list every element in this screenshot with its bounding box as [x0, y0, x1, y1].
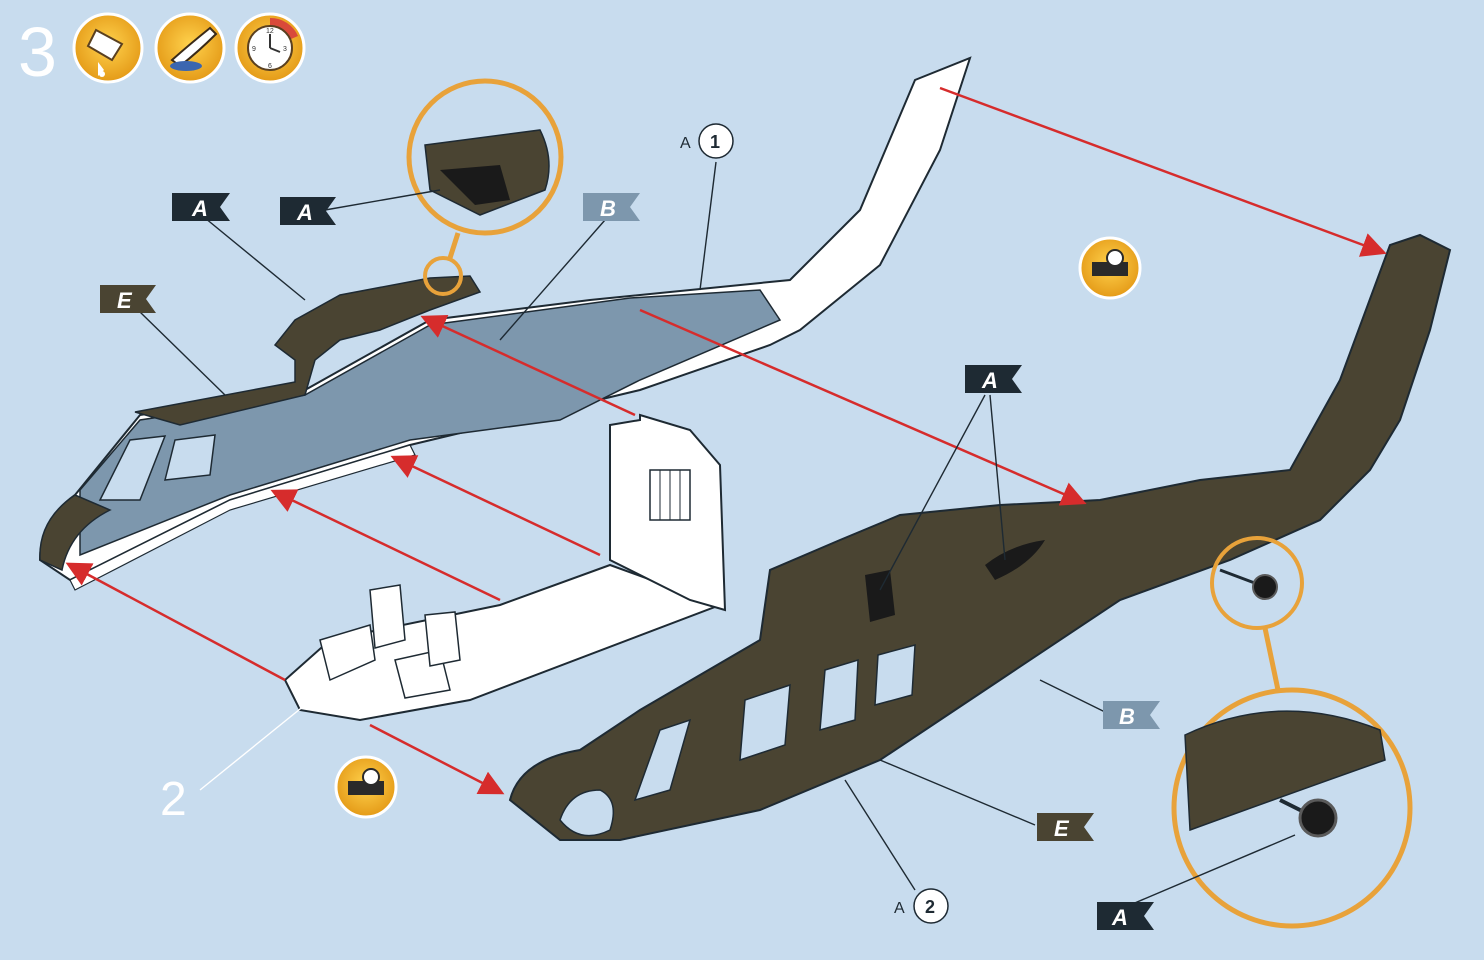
fuselage-assembled: [508, 233, 1452, 841]
flag-right-b: B: [1103, 701, 1160, 729]
flag-right-e: E: [1037, 813, 1094, 841]
flag-top-a2: A: [280, 197, 336, 225]
svg-text:A: A: [191, 196, 208, 221]
svg-text:B: B: [600, 196, 616, 221]
svg-text:3: 3: [283, 46, 287, 53]
tape-icon: [1078, 236, 1142, 300]
svg-text:2: 2: [925, 897, 935, 917]
assembly-arrows: [65, 86, 1387, 795]
flag-top-b: B: [583, 193, 640, 221]
svg-text:B: B: [1119, 704, 1135, 729]
tape-icon-lower: [334, 755, 398, 819]
svg-text:A: A: [981, 368, 998, 393]
flag-right-a: A: [965, 365, 1022, 393]
svg-text:6: 6: [268, 63, 272, 70]
drying-time-clock-icon: 12 3 6 9: [234, 12, 306, 84]
part-label-a2: A 2: [894, 888, 949, 924]
svg-text:E: E: [117, 288, 133, 313]
cabin-floor-part-2: [283, 413, 727, 722]
svg-text:9: 9: [252, 46, 256, 53]
part-label-a1: A 1: [680, 123, 734, 159]
svg-text:E: E: [1054, 816, 1070, 841]
callout-top-detail: [406, 78, 564, 296]
svg-text:A: A: [680, 135, 691, 152]
paint-brush-icon: [154, 12, 226, 84]
flag-top-a1: A: [172, 193, 230, 221]
glue-icon: [72, 12, 144, 84]
callout-tail-wheel-detail: [1171, 536, 1413, 929]
svg-text:1: 1: [710, 132, 720, 152]
svg-text:A: A: [894, 900, 905, 917]
step-number: 3: [18, 13, 57, 91]
svg-text:A: A: [1111, 905, 1128, 930]
flag-top-e: E: [100, 285, 156, 313]
part-2-leader: [199, 704, 306, 791]
svg-text:A: A: [296, 200, 313, 225]
leader-lines: [139, 161, 1296, 906]
flag-bottom-a: A: [1097, 902, 1154, 930]
part-number-2: 2: [160, 773, 187, 826]
svg-text:12: 12: [266, 28, 274, 35]
